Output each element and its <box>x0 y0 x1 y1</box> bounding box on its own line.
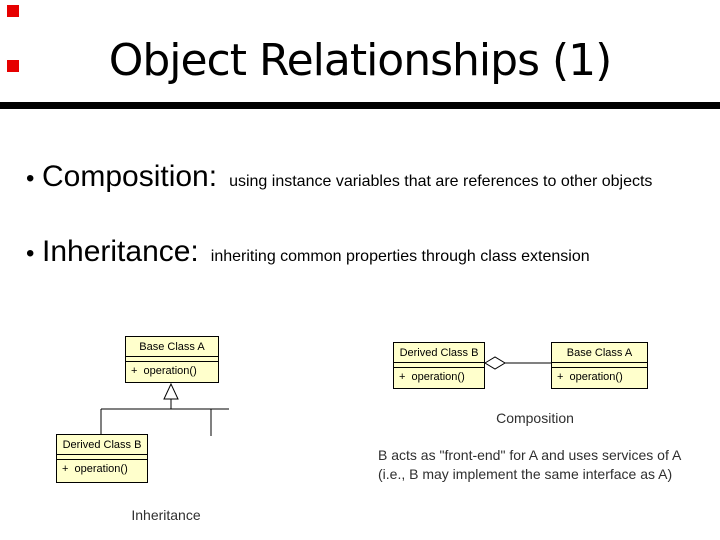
title-divider <box>0 102 720 109</box>
class-title: Derived Class B <box>57 435 147 455</box>
class-box-base-class-a: Base Class A + operation() <box>551 342 648 389</box>
class-operation: + operation() <box>399 371 465 383</box>
class-operation: + operation() <box>62 463 128 475</box>
bullet-item-inheritance: • Inheritance: inheriting common propert… <box>26 235 590 269</box>
class-title: Base Class A <box>552 343 647 363</box>
class-operation: + operation() <box>557 371 623 383</box>
bullet-term: Composition: <box>42 160 218 193</box>
class-attributes-compartment <box>57 455 147 460</box>
page-title: Object Relationships (1) <box>108 35 613 86</box>
aggregation-diamond-icon <box>484 356 506 370</box>
bullet-icon: • <box>26 240 35 267</box>
bullet-term: Inheritance: <box>42 235 199 268</box>
note-line: (i.e., B may implement the same interfac… <box>378 466 673 482</box>
composition-note: B acts as "front-end" for A and uses ser… <box>378 446 681 484</box>
class-title: Derived Class B <box>394 343 484 363</box>
class-title: Base Class A <box>126 337 218 357</box>
class-box-derived-class-b: Derived Class B + operation() <box>56 434 148 483</box>
class-box-base-class-a: Base Class A + operation() <box>125 336 219 383</box>
composition-label: Composition <box>496 410 574 426</box>
class-attributes-compartment <box>552 363 647 368</box>
red-square-marker <box>7 5 19 17</box>
bullet-item-composition: • Composition: using instance variables … <box>26 160 652 194</box>
red-square-marker <box>7 60 19 72</box>
class-attributes-compartment <box>126 357 218 362</box>
class-box-derived-class-b: Derived Class B + operation() <box>393 342 485 389</box>
note-line: B acts as "front-end" for A and uses ser… <box>378 447 682 463</box>
class-operation: + operation() <box>131 365 197 377</box>
class-attributes-compartment <box>394 363 484 368</box>
inheritance-label: Inheritance <box>131 507 201 523</box>
inheritance-triangle-icon <box>163 382 179 400</box>
bullet-desc: inheriting common properties through cla… <box>210 248 590 265</box>
bullet-desc: using instance variables that are refere… <box>229 173 653 190</box>
bullet-icon: • <box>26 165 35 192</box>
